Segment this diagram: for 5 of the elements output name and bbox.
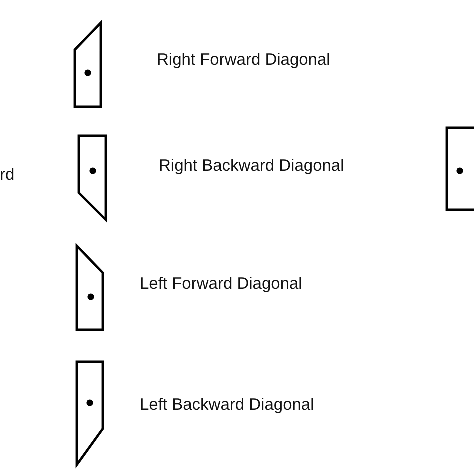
partial-label: rd: [0, 166, 15, 185]
shape-caption: Left Forward Diagonal: [140, 275, 302, 294]
shape-caption: Left Backward Diagonal: [140, 396, 314, 415]
shape-caption: Right Backward Diagonal: [159, 157, 344, 176]
shape-caption: Right Forward Diagonal: [157, 51, 330, 70]
